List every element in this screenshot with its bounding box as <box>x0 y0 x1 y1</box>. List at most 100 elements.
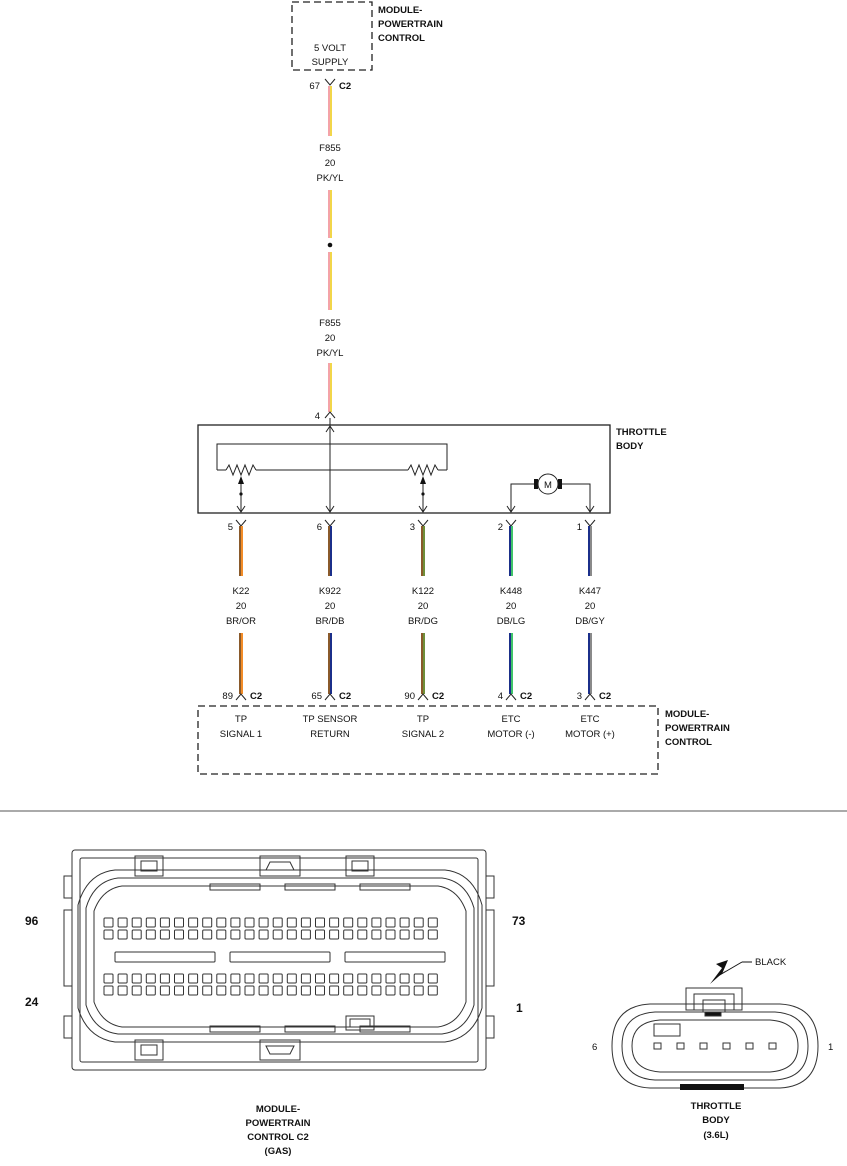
pcm-pin-number: 90 <box>404 691 415 702</box>
pin-cavity <box>188 929 199 940</box>
tb-pin-number: 6 <box>317 522 322 533</box>
pin-cavity <box>286 929 297 940</box>
wire-k122 <box>417 519 429 701</box>
pin-cavity <box>300 973 311 984</box>
pin-cavity <box>174 973 184 984</box>
wire-k922 <box>324 519 336 701</box>
pin-cavity <box>131 985 142 996</box>
pin-cavity <box>427 917 438 928</box>
pcm-supply-label-1: 5 VOLT <box>314 43 346 54</box>
pcm-pin-number: 89 <box>222 691 233 702</box>
pin-cavity <box>371 985 382 996</box>
pin-cavity <box>188 985 199 996</box>
pin-cavity <box>413 929 424 940</box>
pcm-c2-caption-1: MODULE- <box>256 1104 300 1115</box>
tb-pin-cavity <box>676 1042 685 1050</box>
pcm-c2-pin-cavities <box>103 917 438 996</box>
pin-cavity <box>103 917 114 928</box>
supply-wire-circuit-2: F855 <box>319 318 341 329</box>
pin-cavity <box>343 985 354 996</box>
pcm-top-title-2: POWERTRAIN <box>378 19 443 30</box>
pin-cavity <box>300 917 311 928</box>
pin-cavity <box>230 973 241 984</box>
pin-cavity <box>385 973 396 984</box>
pin-cavity <box>216 929 227 940</box>
pcm-c2-pin-24: 24 <box>25 995 39 1009</box>
pin-cavity <box>315 985 325 996</box>
wire-circuit: K122 <box>412 586 434 597</box>
pin-cavity <box>329 973 340 984</box>
pin-cavity <box>216 985 227 996</box>
pin-cavity <box>399 985 410 996</box>
pin-cavity <box>131 973 142 984</box>
pcm-bottom-title-3: CONTROL <box>665 737 712 748</box>
tb-pin-cavity <box>768 1042 777 1050</box>
tb-connector-view <box>611 987 819 1090</box>
tb-pin-cavity <box>745 1042 754 1050</box>
tb-supply-pin-number: 4 <box>315 411 320 422</box>
pcm-pin-number: 4 <box>498 691 503 702</box>
pcm-bottom-title-2: POWERTRAIN <box>665 723 730 734</box>
pin-cavity <box>244 917 255 928</box>
tb-pin-cavity <box>699 1042 708 1050</box>
tb-pin-6-label: 6 <box>592 1042 597 1053</box>
pin-cavity <box>413 917 424 928</box>
wire-k448 <box>505 519 517 701</box>
throttle-body-title-2: BODY <box>616 441 644 452</box>
supply-wire-seg-3 <box>328 252 332 310</box>
pin-cavity <box>258 929 269 940</box>
pcm-bottom-title-1: MODULE- <box>665 709 709 720</box>
supply-wire-gauge-1: 20 <box>325 158 336 169</box>
pin-cavity <box>357 929 368 940</box>
pin-cavity <box>427 973 438 984</box>
tb-caption-2: BODY <box>702 1115 730 1126</box>
motor-label: M <box>544 480 552 491</box>
throttle-body-box <box>197 424 611 514</box>
pcm-top-box <box>291 1 373 71</box>
pin-cavity <box>202 973 213 984</box>
pcm-c2-pin-96: 96 <box>25 914 39 928</box>
pin-cavity <box>131 917 142 928</box>
pcm-function-line-1: TP <box>235 714 247 725</box>
pin-cavity <box>258 973 269 984</box>
pin-cavity <box>103 929 114 940</box>
wire-circuit: K922 <box>319 586 341 597</box>
pin-cavity <box>371 929 382 940</box>
pin-cavity <box>272 929 283 940</box>
tb-callout-arrow <box>710 960 728 984</box>
supply-wire-seg-2 <box>328 190 332 238</box>
pin-cavity <box>427 929 438 940</box>
tb-pin-number: 5 <box>228 522 233 533</box>
pin-cavity <box>343 973 354 984</box>
wire-gauge: 20 <box>236 601 247 612</box>
pin-cavity <box>315 917 325 928</box>
pin-cavity <box>202 985 213 996</box>
pin-cavity <box>272 917 283 928</box>
tb-pin-number: 3 <box>410 522 415 533</box>
pcm-c2-caption-3: CONTROL C2 <box>247 1132 309 1143</box>
pcm-pin-number: 3 <box>577 691 582 702</box>
pcm-c2-pin-73: 73 <box>512 914 526 928</box>
pin-cavity <box>174 929 184 940</box>
pin-cavity <box>300 985 311 996</box>
pin-cavity <box>159 929 170 940</box>
wire-k22 <box>235 519 247 701</box>
pin-cavity <box>399 973 410 984</box>
pin-cavity <box>329 917 340 928</box>
pcm-connector: C2 <box>599 691 611 702</box>
wire-gauge: 20 <box>325 601 336 612</box>
tb-connector-pins <box>653 1042 777 1050</box>
pin-cavity <box>385 929 396 940</box>
pcm-top-pin-terminal <box>324 78 336 86</box>
wire-color: BR/DG <box>408 616 438 627</box>
tb-pin-cavity <box>653 1042 662 1050</box>
pin-cavity <box>230 917 241 928</box>
pcm-top-pin-number: 67 <box>309 81 320 92</box>
pcm-connector: C2 <box>339 691 351 702</box>
pin-cavity <box>258 917 269 928</box>
tb-pin-number: 1 <box>577 522 582 533</box>
pin-cavity <box>244 973 255 984</box>
pcm-function-line-2: SIGNAL 1 <box>220 729 262 740</box>
tb-callout-label: BLACK <box>755 957 787 968</box>
pcm-c2-inner-shell <box>77 869 483 1043</box>
